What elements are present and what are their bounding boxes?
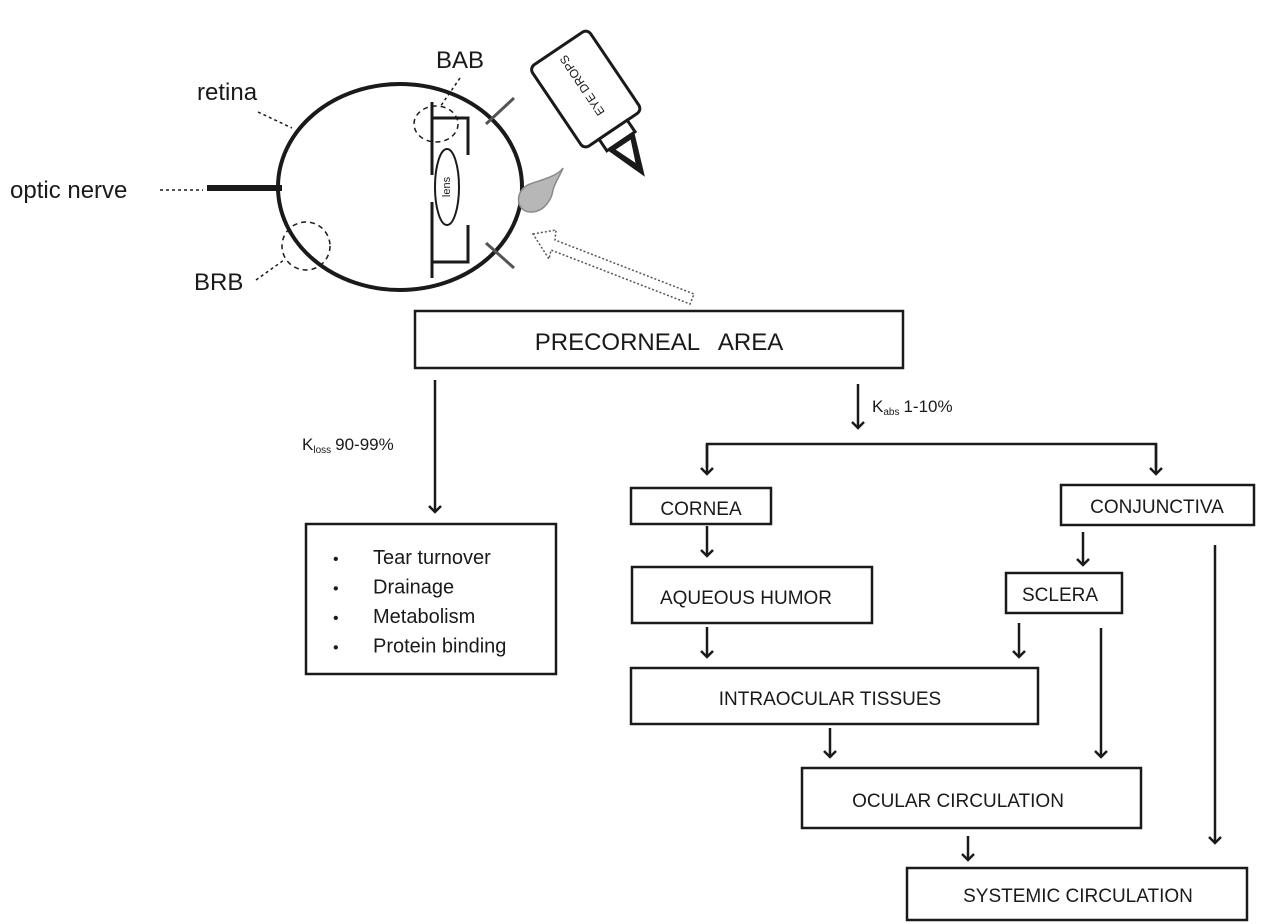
loss-pathway-item: Drainage [373, 577, 454, 599]
brb-label: BRB [194, 269, 243, 296]
lens-label: lens [441, 176, 453, 197]
lower-eyelid-line [485, 241, 515, 270]
bullet: • [333, 610, 339, 627]
loss-pathway-item: Metabolism [373, 606, 475, 628]
loss-pathways-list: • Tear turnover • Drainage • Metabolism • Prote… [333, 547, 506, 658]
cornea-label: CORNEA [660, 499, 742, 520]
loss-pathway-item: Tear turnover [373, 547, 491, 569]
ocular-circulation-label: OCULAR CIRCULATION [852, 791, 1064, 812]
bullet: • [333, 581, 339, 598]
eye-drop [517, 167, 564, 213]
drop-to-eye-arrow [531, 229, 695, 305]
systemic-circulation-box [905, 866, 1249, 922]
retina-leader [257, 111, 293, 129]
upper-eyelid-line [484, 96, 516, 126]
conjunctiva-box [1059, 483, 1256, 527]
systemic-circulation-label: SYSTEMIC CIRCULATION [963, 886, 1193, 907]
bullet: • [333, 551, 339, 568]
ocular-circulation-box [800, 766, 1143, 830]
retina-label: retina [197, 79, 258, 106]
intraocular-tissues-box [629, 666, 1040, 726]
bottle-tip-inner [615, 139, 636, 163]
eye-drops-bottle: EYE DROPS [530, 29, 645, 177]
loss-pathway-item: Protein binding [373, 636, 506, 658]
sclera-label: SCLERA [1022, 585, 1098, 606]
brb-leader [255, 259, 285, 281]
aqueous-humor-box [630, 565, 874, 625]
upper-iris-bracket [430, 102, 470, 175]
bab-label: BAB [436, 47, 484, 74]
precorneal-area-box [413, 309, 905, 370]
brb-region [281, 221, 331, 271]
sclera-box [1004, 571, 1124, 615]
conjunctiva-label: CONJUNCTIVA [1090, 497, 1224, 518]
loss-pathways-box [304, 522, 558, 676]
cornea-box [629, 486, 773, 526]
bullet: • [333, 640, 339, 657]
lens-shape [434, 148, 460, 226]
aqueous-humor-label: AQUEOUS HUMOR [660, 588, 832, 609]
eye-schematic: lens optic nerve retina BAB BRB [10, 47, 524, 296]
eyeball-outline [276, 82, 524, 292]
optic-nerve-label: optic nerve [10, 177, 127, 204]
precorneal-area-label: PRECORNEAL AREA [535, 329, 784, 356]
bab-region [413, 105, 459, 143]
lower-iris-bracket [430, 202, 470, 278]
intraocular-tissues-label: INTRAOCULAR TISSUES [719, 689, 941, 710]
split-bracket [705, 442, 1158, 468]
